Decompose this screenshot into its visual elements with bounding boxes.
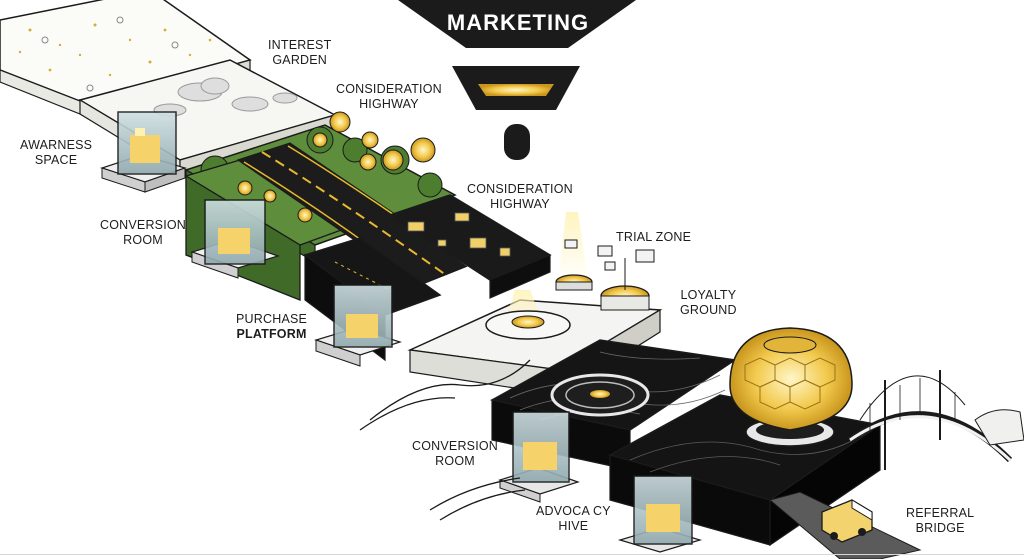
hive-dome-icon [729,327,853,431]
consideration-highway-top-label: CONSIDERATION HIGHWAY [336,82,442,112]
glass-cube-icon [314,284,402,367]
label-line: ROOM [123,233,163,247]
marketing-title: MARKETING [446,10,590,35]
portal-ring-icon [485,239,655,340]
conversion-room-bottom-label: CONVERSION ROOM [412,439,498,469]
conversion-room-left-label: CONVERSION ROOM [100,218,186,248]
bridge-icon [848,370,1024,470]
glass-cube-icon [617,475,703,553]
label-line: TRIAL ZONE [616,230,692,244]
label-line: CONVERSION [100,218,187,232]
label-line: CONVERSION [412,439,499,453]
label-line: PURCHASE [236,312,308,326]
portal-ring-icon [550,373,650,417]
label-line: HIGHWAY [490,197,550,211]
purchase-platform-label: PURCHASE PLATFORM [236,312,307,342]
lamp-icon [452,66,580,160]
label-line: INTEREST [268,38,332,52]
label-line: ROOM [435,454,475,468]
glass-cube-icon [498,411,580,503]
glass-cube-icon [190,199,280,279]
referral-bridge-label: REFERRAL BRIDGE [906,506,974,536]
glass-cube-icon [100,111,187,193]
loyalty-ground-label: LOYALTY GROUND [680,288,737,318]
consideration-slab [388,194,552,299]
label-line: CONSIDERATION [467,182,573,196]
funnel-icon [398,0,636,48]
advocacy-hive-label: ADVOCA CY HIVE [536,504,611,534]
divider [0,554,1024,555]
path-line [429,477,521,511]
interest-garden-label: INTEREST GARDEN [268,38,331,68]
label-line: REFERRAL [906,506,975,520]
label-line: HIGHWAY [359,97,419,111]
label-line: CONSIDERATION [336,82,442,96]
consideration-highway-mid-label: CONSIDERATION HIGHWAY [467,182,573,212]
van-icon [821,499,873,543]
awareness-space-label: AWARNESS SPACE [20,138,92,168]
flower-icon [237,111,436,223]
label-line: GROUND [680,303,737,317]
label-line: ADVOCA CY [536,504,611,518]
path-line [439,489,526,521]
label-line: GARDEN [272,53,328,67]
label-line: SPACE [34,153,78,167]
label-line: LOYALTY [680,288,737,302]
label-line: BRIDGE [915,521,965,535]
label-line: HIVE [558,519,589,533]
label-line: AWARNESS [20,138,93,152]
trial-zone-label: TRIAL ZONE [616,230,691,245]
label-line: PLATFORM [236,327,307,341]
